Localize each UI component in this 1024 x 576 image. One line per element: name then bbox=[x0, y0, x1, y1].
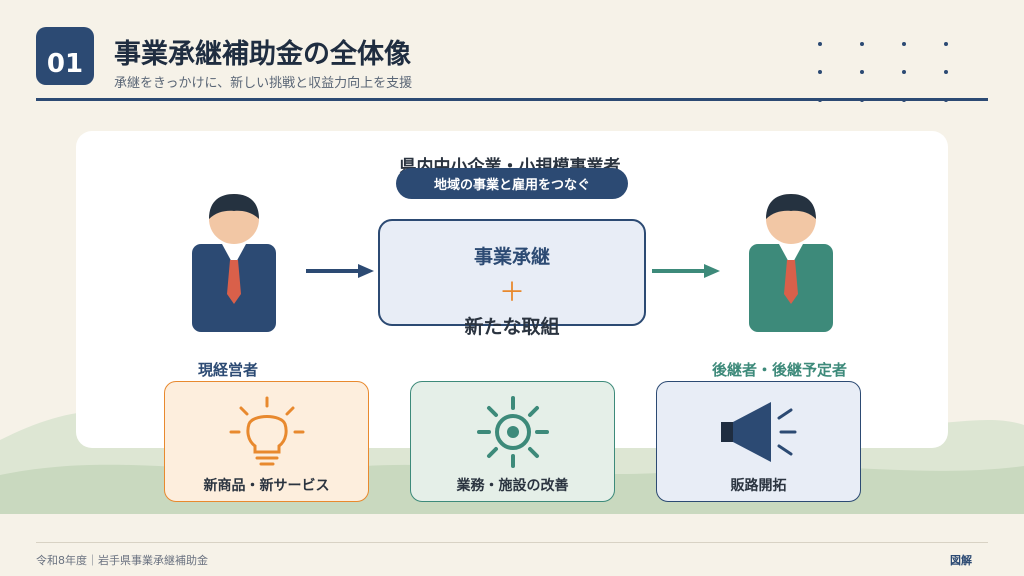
feature-label: 業務・施設の改善 bbox=[456, 478, 569, 494]
page-title: 事業承継補助金の全体像 bbox=[114, 39, 411, 70]
footer-tag: 図解 bbox=[950, 554, 972, 567]
feature-label: 販路開拓 bbox=[730, 478, 787, 494]
footer-source: 令和8年度｜岩手県事業承継補助金 bbox=[36, 554, 208, 567]
decorative-dot-grid bbox=[810, 38, 960, 108]
arrow-right-icon bbox=[306, 264, 374, 278]
lightbulb-icon bbox=[229, 396, 305, 466]
tagline-pill: 地域の事業と雇用をつなぐ bbox=[396, 168, 628, 199]
megaphone-icon bbox=[721, 402, 797, 462]
section-number: 01 bbox=[46, 49, 84, 79]
gear-icon bbox=[477, 396, 549, 468]
footer-divider bbox=[36, 542, 988, 543]
plus-icon: ＋ bbox=[498, 278, 525, 308]
succession-label: 事業承継 bbox=[473, 246, 550, 268]
successor-icon bbox=[749, 194, 833, 332]
successor-label: 後継者・後継予定者 bbox=[712, 361, 848, 379]
feature-card-sales-channels: 販路開拓 bbox=[656, 381, 861, 502]
new-initiative-label: 新たな取組 bbox=[464, 316, 560, 338]
page-subtitle: 承継をきっかけに、新しい挑戦と収益力向上を支援 bbox=[114, 76, 413, 91]
feature-card-improvement: 業務・施設の改善 bbox=[410, 381, 615, 502]
section-number-badge: 01 bbox=[36, 27, 94, 85]
header-divider bbox=[36, 98, 988, 101]
succession-box bbox=[378, 219, 646, 326]
current-owner-label: 現経営者 bbox=[198, 361, 259, 379]
feature-label: 新商品・新サービス bbox=[203, 478, 330, 494]
feature-card-new-products: 新商品・新サービス bbox=[164, 381, 369, 502]
current-owner-icon bbox=[192, 194, 276, 332]
tagline-text: 地域の事業と雇用をつなぐ bbox=[433, 178, 590, 193]
arrow-right-icon bbox=[652, 264, 720, 278]
